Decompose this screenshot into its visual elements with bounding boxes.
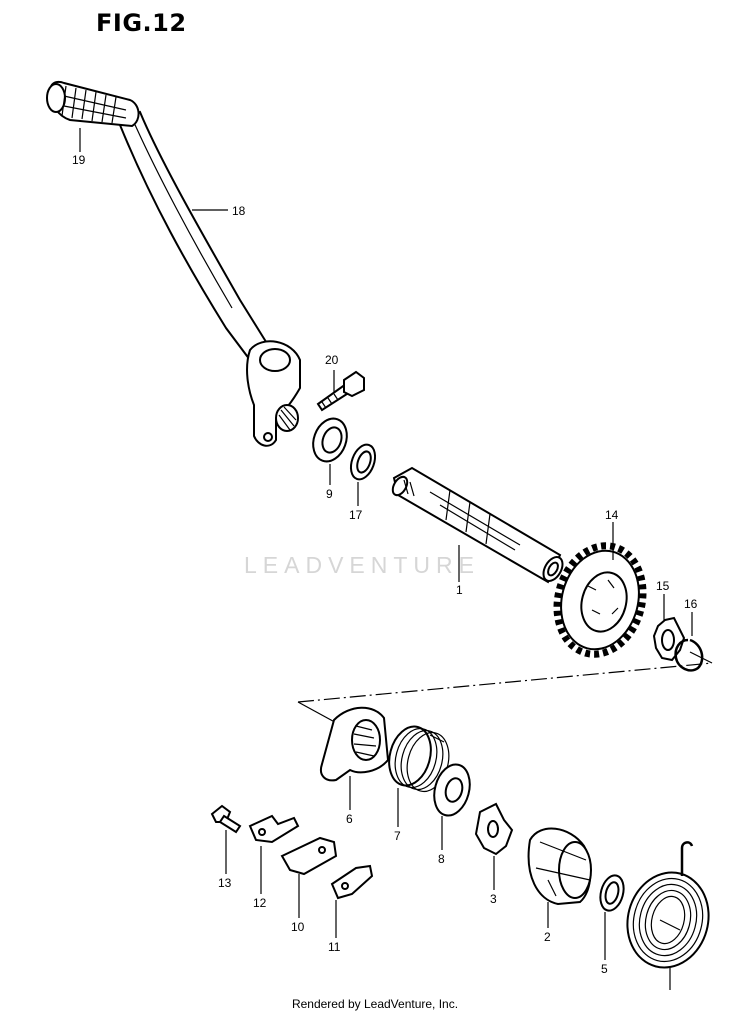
kick-grip <box>46 81 140 128</box>
circlip-16 <box>674 638 704 672</box>
exploded-parts-diagram: 19 18 20 9 17 1 14 15 16 6 7 8 3 2 5 4 1… <box>46 81 713 990</box>
kick-gear-14 <box>553 542 647 658</box>
washer-15 <box>652 616 686 662</box>
callout-labels: 19 18 20 9 17 1 14 15 16 6 7 8 3 2 5 4 1… <box>72 153 698 976</box>
callout-16: 16 <box>684 597 698 611</box>
callout-7: 7 <box>394 829 401 843</box>
callout-8: 8 <box>438 852 445 866</box>
callout-13: 13 <box>218 876 232 890</box>
callout-5: 5 <box>601 962 608 976</box>
kick-starter-shaft <box>391 466 564 584</box>
return-spring-4 <box>626 841 710 969</box>
plate-11 <box>330 864 374 900</box>
footer-credit: Rendered by LeadVenture, Inc. <box>291 997 459 1011</box>
bolt-20 <box>316 370 365 412</box>
callout-3: 3 <box>490 892 497 906</box>
spring-guide-2 <box>527 827 592 906</box>
oil-seal-9 <box>312 417 348 463</box>
callout-2: 2 <box>544 930 551 944</box>
kick-guide-6 <box>320 706 390 782</box>
callout-9: 9 <box>326 487 333 501</box>
plate-10 <box>280 836 338 876</box>
leader-lines <box>79 128 693 990</box>
stopper-3 <box>474 802 514 856</box>
washer-5 <box>599 874 625 912</box>
callout-14: 14 <box>605 508 619 522</box>
callout-12: 12 <box>253 896 267 910</box>
callout-20: 20 <box>325 353 339 367</box>
callout-6: 6 <box>346 812 353 826</box>
callout-11: 11 <box>328 940 341 954</box>
washer-8 <box>433 763 471 817</box>
callout-19: 19 <box>72 153 86 167</box>
callout-1: 1 <box>456 583 463 597</box>
bolt-13 <box>210 804 242 834</box>
plate-12 <box>248 814 300 844</box>
callout-15: 15 <box>656 579 670 593</box>
callout-10: 10 <box>291 920 305 934</box>
callout-18: 18 <box>232 204 246 218</box>
washer-17 <box>349 443 377 481</box>
figure-title: FIG.12 <box>96 9 187 37</box>
watermark: LEADVENTURE <box>244 552 480 578</box>
kick-lever <box>116 110 301 447</box>
callout-17: 17 <box>349 508 363 522</box>
